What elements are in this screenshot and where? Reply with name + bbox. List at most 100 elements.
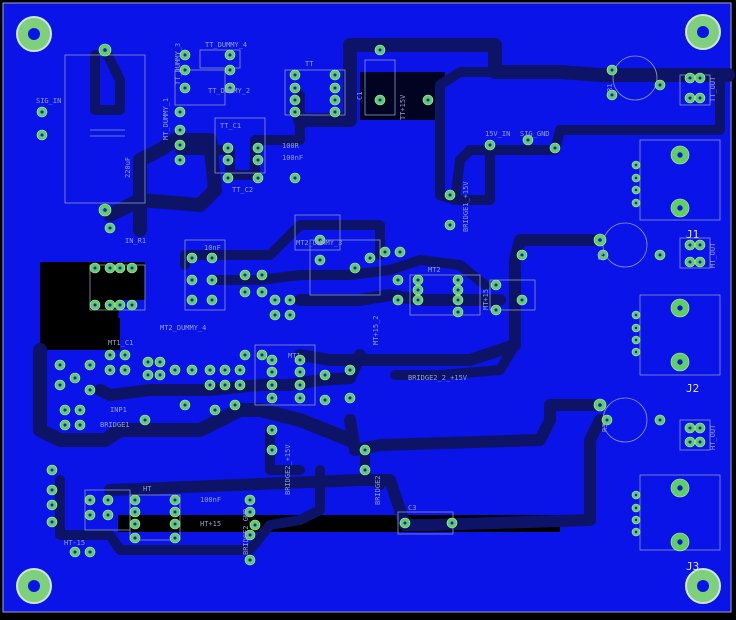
label-mt-plus15: MT+15 <box>482 289 490 310</box>
via-icon <box>293 86 297 90</box>
label-100nf-a: 100nF <box>282 154 303 162</box>
via-icon <box>130 303 134 307</box>
via-icon <box>698 440 702 444</box>
via-icon <box>698 76 702 80</box>
via-icon <box>158 360 162 364</box>
via-icon <box>108 303 112 307</box>
via-icon <box>173 522 177 526</box>
via-icon <box>118 266 122 270</box>
label-bridge1-15v: BRIDGE1_+15V <box>462 181 470 232</box>
via-icon <box>178 110 182 114</box>
via-icon <box>256 158 260 162</box>
via-icon <box>677 152 683 158</box>
label-tt-dummy-2: TT_DUMMY_2 <box>208 87 250 95</box>
via-icon <box>173 498 177 502</box>
via-icon <box>298 370 302 374</box>
via-icon <box>658 418 662 422</box>
via-icon <box>426 98 430 102</box>
via-icon <box>93 266 97 270</box>
via-icon <box>223 368 227 372</box>
via-icon <box>634 493 638 497</box>
via-icon <box>494 283 498 287</box>
via-icon <box>226 176 230 180</box>
label-ht-minus15: HT-15 <box>64 539 85 547</box>
via-icon <box>256 176 260 180</box>
pads <box>36 43 706 566</box>
via-icon <box>688 260 692 264</box>
via-icon <box>677 205 683 211</box>
via-icon <box>243 353 247 357</box>
via-icon <box>658 83 662 87</box>
via-icon <box>298 358 302 362</box>
via-icon <box>658 253 662 257</box>
via-icon <box>634 326 638 330</box>
via-icon <box>130 266 134 270</box>
label-ht-plus15: HT+15 <box>200 520 221 528</box>
via-icon <box>416 288 420 292</box>
label-mt1: MT1 <box>288 352 301 360</box>
via-icon <box>190 368 194 372</box>
via-icon <box>318 238 322 242</box>
label-tt-plus15v: TT+15V <box>399 94 407 120</box>
label-100nf-b: 100nF <box>200 496 221 504</box>
via-icon <box>146 373 150 377</box>
via-icon <box>108 266 112 270</box>
via-icon <box>293 110 297 114</box>
via-icon <box>118 303 122 307</box>
label-ht: HT <box>143 485 152 493</box>
via-icon <box>133 498 137 502</box>
via-icon <box>248 558 252 562</box>
via-icon <box>270 383 274 387</box>
via-icon <box>248 533 252 537</box>
via-icon <box>183 86 187 90</box>
via-icon <box>273 313 277 317</box>
component-outlines <box>64 49 721 551</box>
label-tt: TT <box>305 60 314 68</box>
via-icon <box>348 396 352 400</box>
label-r2: R2 <box>597 252 605 260</box>
label-220uf: 220uF <box>124 157 132 178</box>
via-icon <box>260 290 264 294</box>
via-icon <box>634 163 638 167</box>
via-icon <box>634 338 638 342</box>
via-icon <box>634 350 638 354</box>
label-mt1-c1: MT1_C1 <box>108 339 133 347</box>
via-icon <box>190 298 194 302</box>
via-icon <box>50 468 54 472</box>
label-100r-a: 100R <box>282 142 300 150</box>
via-icon <box>88 498 92 502</box>
label-c1: C1 <box>356 92 364 100</box>
via-icon <box>226 158 230 162</box>
via-icon <box>677 539 683 545</box>
label-in-r1: IN_R1 <box>125 237 146 245</box>
via-icon <box>158 373 162 377</box>
via-icon <box>40 110 44 114</box>
via-icon <box>293 98 297 102</box>
via-icon <box>183 403 187 407</box>
label-j1: J1 <box>686 228 699 241</box>
via-icon <box>383 250 387 254</box>
via-icon <box>228 68 232 72</box>
via-icon <box>133 536 137 540</box>
label-inp1: INP1 <box>110 406 127 414</box>
via-icon <box>50 503 54 507</box>
via-icon <box>634 313 638 317</box>
via-icon <box>248 498 252 502</box>
via-icon <box>78 423 82 427</box>
via-icon <box>288 298 292 302</box>
via-icon <box>260 353 264 357</box>
via-icon <box>106 498 110 502</box>
via-icon <box>634 188 638 192</box>
via-icon <box>190 278 194 282</box>
via-icon <box>243 290 247 294</box>
label-mt-dummy-1: MT_DUMMY_1 <box>162 98 170 140</box>
via-icon <box>106 513 110 517</box>
via-icon <box>73 550 77 554</box>
via-icon <box>698 260 702 264</box>
via-icon <box>601 253 605 257</box>
via-icon <box>553 146 557 150</box>
via-icon <box>73 376 77 380</box>
via-icon <box>78 408 82 412</box>
label-bridge2: BRIDGE2 <box>374 475 382 505</box>
via-icon <box>456 298 460 302</box>
